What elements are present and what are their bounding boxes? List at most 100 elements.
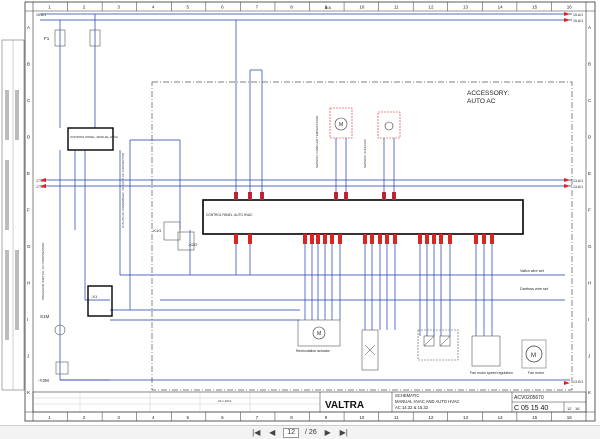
sensor-sunload (377, 111, 401, 139)
column-label-top: 2 (83, 5, 86, 10)
fuse-f1 (54, 29, 66, 47)
svg-text:M: M (531, 353, 536, 359)
assembled-note: IF AUTO AC ASSEMBLED, TO AUTO AC CONNECT… (121, 152, 125, 228)
page-number-input[interactable]: 12 (283, 427, 300, 438)
pressure-switch (54, 324, 66, 336)
connector-pin (248, 234, 252, 244)
sensor-cabin-temp-label: SENSOR, CABIN AIR TEMPERATURE (315, 116, 319, 168)
column-label-top: 6 (221, 5, 224, 10)
row-label-left: D (27, 135, 31, 140)
column-label-top: 5 (187, 5, 190, 10)
column-label-top: 4 (152, 5, 155, 10)
connector-pin (323, 234, 327, 244)
connector-pin (425, 234, 429, 244)
auto-panel-bottom-pins (234, 234, 494, 244)
relay-k2g (177, 231, 195, 251)
brand-logo: VALTRA (325, 400, 364, 411)
connector-pin (490, 234, 494, 244)
signal-right-top: 15.A/1 (573, 13, 583, 17)
column-label-top: 3 (117, 5, 120, 10)
row-label-right: C (588, 98, 592, 103)
row-label-left: B (27, 62, 30, 67)
column-label-bottom: 10 (359, 415, 365, 420)
signal-left-c: 17.A/1 (36, 185, 46, 189)
auto-ac-region (151, 81, 573, 391)
signal-right-mid1: 13.A/1 (573, 179, 583, 183)
column-label-bottom: 2 (83, 415, 86, 420)
fan-motor-reg-label: Fan motor speed regulation (470, 371, 513, 375)
row-label-left: J (27, 353, 29, 358)
column-label-bottom: 9 (325, 415, 328, 420)
row-label-left: A (27, 25, 30, 30)
column-label-bottom: 7 (256, 415, 259, 420)
connector-pin (338, 234, 342, 244)
connector-pin (378, 234, 382, 244)
compressor-clutch (55, 361, 69, 375)
connector-pin (482, 234, 486, 244)
connector-pin (393, 234, 397, 244)
auto-ac-label: AUTO AC (467, 98, 496, 105)
connector-pin (234, 234, 238, 244)
row-label-left: I (27, 317, 28, 322)
valtra-wire-label: Valtra wire set (520, 269, 545, 273)
column-label-bottom: 16 (567, 415, 573, 420)
column-label-top: 13 (463, 5, 469, 10)
actuator-mid (361, 329, 379, 371)
connector-pin (418, 234, 422, 244)
connector-pin (316, 234, 320, 244)
column-label-bottom: 4 (152, 415, 155, 420)
signal-right-mid2: 13.A/1 (573, 185, 583, 189)
control-panel-manual-label: CONTROL PANEL, MANUAL HVAC (70, 135, 119, 139)
column-label-top: 7 (256, 5, 259, 10)
row-label-left: K (27, 390, 30, 395)
svg-text:M: M (339, 122, 343, 128)
next-page-icon[interactable]: ▶ (324, 428, 331, 437)
row-label-right: E (588, 171, 591, 176)
connector-pin (363, 234, 367, 244)
control-panel-manual (67, 127, 114, 151)
column-label-top: 11 (394, 5, 399, 10)
row-label-right: D (588, 135, 592, 140)
prev-page-icon[interactable]: ◀ (269, 428, 276, 437)
last-page-icon[interactable]: ▶| (339, 428, 348, 437)
signal-right-bot: 13.D/1 (573, 380, 583, 384)
column-label-bottom: 14 (498, 415, 504, 420)
column-label-top: 1 (48, 5, 51, 10)
pressure-switch-label: S1M (40, 314, 50, 319)
column-label-bottom: 15 (532, 415, 538, 420)
recirculation-actuator (297, 319, 341, 347)
auto-panel-top-pins (234, 192, 396, 200)
signal-left-top: 15.A/1 (36, 13, 46, 17)
sheet-count: 16 (575, 406, 580, 411)
doc-title-line1: MANUAL HVAC AND AUTO HVAC (395, 399, 460, 404)
connector-pin (330, 234, 334, 244)
sheet-number: 12 (567, 406, 572, 411)
connector-x1 (87, 285, 113, 317)
signal-left-b: 17.A/1 (36, 179, 46, 183)
column-label-top: 8 (290, 5, 293, 10)
column-label-top: 12 (428, 5, 434, 10)
row-label-left: G (27, 244, 31, 249)
doc-title-line2: AC 14.32 & 15.32 (395, 405, 429, 410)
relay-k1g (163, 221, 181, 241)
sensor-cabin-temp (329, 107, 353, 139)
connector-pin (310, 234, 314, 244)
connector-pin (432, 234, 436, 244)
control-panel-auto-label: CONTROL PANEL, AUTO HVAC (206, 213, 253, 217)
fan-motor (525, 345, 543, 363)
column-label-bottom: 6 (221, 415, 224, 420)
first-page-icon[interactable]: |◀ (252, 428, 261, 437)
page-total: / 26 (305, 429, 317, 436)
title-date: 23.1.2013 (218, 399, 232, 403)
column-label-bottom: 1 (48, 415, 51, 420)
column-label-top: 15 (532, 5, 538, 10)
row-label-right: G (588, 244, 592, 249)
svg-text:M: M (317, 331, 321, 337)
doc-type: SCHEMATIC (395, 393, 419, 398)
row-label-right: J (588, 353, 590, 358)
row-label-left: E (27, 171, 30, 176)
pressure-switch-desc: PRESSURE SWITCH, AC COMPRESSOR (41, 242, 45, 300)
